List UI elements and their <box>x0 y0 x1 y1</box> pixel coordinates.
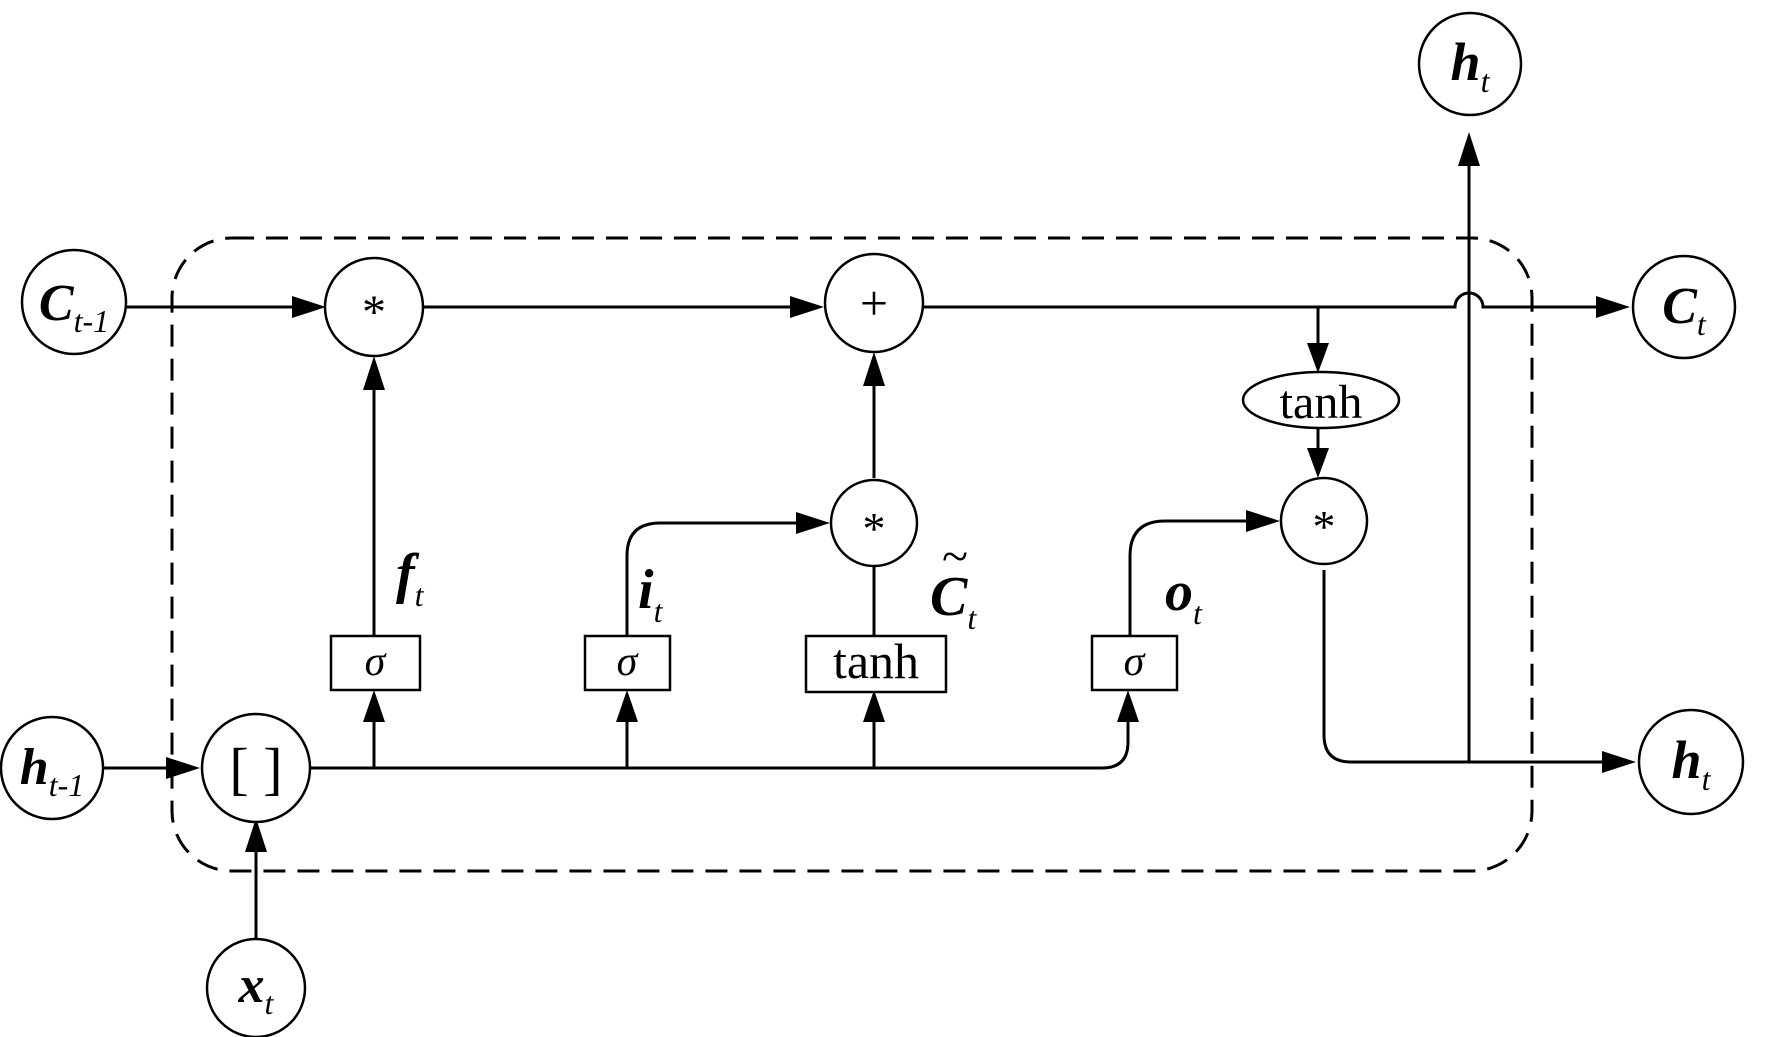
input-gate-sigma: σ <box>583 634 672 692</box>
node-h-top: ht <box>1417 11 1523 117</box>
cell-tanh-label: tanh <box>1280 376 1363 429</box>
arrowhead <box>1596 296 1630 318</box>
output-mult-label: * <box>1313 501 1336 552</box>
arrowhead <box>796 512 830 534</box>
output-sigma-label: σ <box>1124 639 1147 685</box>
arrowhead <box>1307 343 1329 373</box>
h-top-sub: t <box>1481 63 1491 99</box>
c-prev-sub: t-1 <box>74 303 110 339</box>
c-out-main: C <box>1662 278 1698 335</box>
arrowhead <box>863 690 885 722</box>
arrowhead <box>363 356 385 390</box>
input-sigma-label: σ <box>617 639 640 685</box>
forget-sigma-label: σ <box>365 639 388 685</box>
arrowhead <box>292 296 326 318</box>
label-input-signal: it <box>638 559 664 629</box>
arrowhead <box>790 296 824 318</box>
arrowhead <box>1307 448 1329 478</box>
cell-boundary <box>170 236 1534 873</box>
arrowhead <box>1458 132 1480 166</box>
svg-text:xt: xt <box>238 957 275 1021</box>
x-main: x <box>238 957 265 1014</box>
arrowhead <box>1117 690 1139 722</box>
node-output-mult: * <box>1279 476 1369 566</box>
node-forget-mult: * <box>323 256 425 358</box>
candidate-tanh-label: tanh <box>833 633 919 689</box>
forget-gate-sigma: σ <box>329 634 422 692</box>
node-h-prev: ht-1 <box>0 715 105 821</box>
node-concat: [ ] <box>200 712 312 824</box>
arrowhead <box>363 690 385 722</box>
arrowhead <box>245 818 267 852</box>
label-output-signal: ot <box>1165 561 1203 631</box>
arrowhead <box>616 690 638 722</box>
concat-label: [ ] <box>229 736 282 801</box>
h-out-sub: t <box>1702 761 1712 797</box>
line-input-sigma-to-mult <box>625 521 804 636</box>
svg-text:ht-1: ht-1 <box>20 739 84 803</box>
node-add: + <box>823 252 925 354</box>
node-c-prev: Ct-1 <box>20 248 128 356</box>
label-candidate-signal: Ct <box>930 566 977 636</box>
node-input-mult: * <box>829 478 919 568</box>
c-out-sub: t <box>1697 306 1707 342</box>
node-h-out: ht <box>1637 708 1745 816</box>
arrowhead <box>1246 510 1280 532</box>
node-x: xt <box>205 937 307 1037</box>
forget-mult-label: * <box>362 286 386 339</box>
output-gate-sigma: σ <box>1090 634 1179 692</box>
line-output-sigma-to-mult <box>1128 519 1254 636</box>
x-sub: t <box>265 985 275 1021</box>
line-concat-bus <box>310 718 1130 770</box>
svg-text:Ct: Ct <box>1662 278 1707 342</box>
svg-text:Ct-1: Ct-1 <box>39 275 109 339</box>
add-label: + <box>860 275 888 331</box>
arrowhead <box>1602 751 1636 773</box>
h-prev-main: h <box>20 739 49 796</box>
arrowhead <box>863 352 885 386</box>
c-prev-main: C <box>39 275 75 332</box>
svg-text:ht: ht <box>1451 32 1491 99</box>
label-forget-signal: ft <box>396 543 425 613</box>
h-top-main: h <box>1451 32 1481 92</box>
line-add-to-cout <box>924 291 1604 309</box>
input-mult-label: * <box>863 503 886 554</box>
candidate-tanh-box: tanh <box>804 633 948 694</box>
node-c-out: Ct <box>1631 254 1737 360</box>
candidate-tilde: ~ <box>942 530 968 583</box>
h-prev-sub: t-1 <box>49 767 85 803</box>
h-out-main: h <box>1672 730 1702 790</box>
cell-tanh-ellipse: tanh <box>1241 370 1401 430</box>
svg-text:ht: ht <box>1672 730 1712 797</box>
line-output-mult-to-hout <box>1322 570 1610 764</box>
arrowhead <box>166 757 200 779</box>
